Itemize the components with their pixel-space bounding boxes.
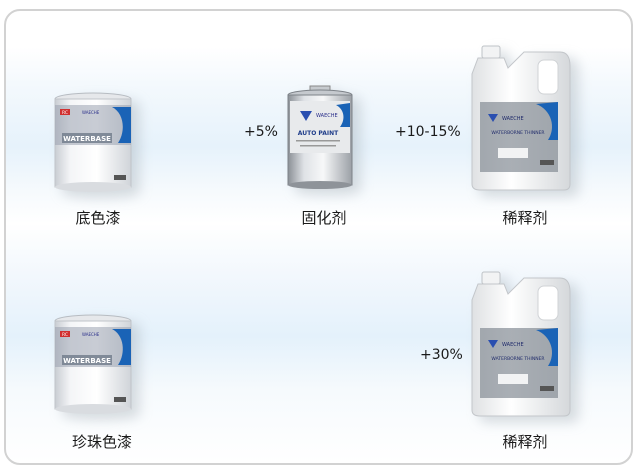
pearl-logo-text: WAECHE [82,332,100,337]
hardener-caption: 固化剂 [301,209,347,227]
thinner-top-ratio: +10-15% [395,124,461,140]
thinner-top-jug-image: WAECHE WATERBORNE THINNER [471,45,571,191]
hardener-can-label: AUTO PAINT [298,130,339,137]
pearl-caption: 珍珠色漆 [71,433,133,451]
pearl-can-label: WATERBASE [63,357,111,365]
hardener-ratio: +5% [244,124,278,140]
basecoat-can-image: RC WAECHE WATERBASE [54,92,132,192]
thinner-bottom-jug-image: WAECHE WATERBORNE THINNER [471,271,571,417]
thinner-bottom-logo-text: WAECHE [502,342,524,348]
thinner-bottom-caption: 稀释剂 [502,433,548,451]
pearl-logo-badge: RC [62,332,68,338]
thinner-top-logo-text: WAECHE [502,116,524,122]
thinner-bottom-ratio: +30% [420,347,463,363]
thinner-top-caption: 稀释剂 [502,209,548,227]
basecoat-logo-badge: RC [62,110,68,116]
mixing-ratio-panel: RC WAECHE WATERBASE 底色漆 +5% WAECHE AUTO … [4,9,633,465]
hardener-logo-text: WAECHE [316,113,338,119]
basecoat-logo-text: WAECHE [82,110,100,115]
hardener-can-image: WAECHE AUTO PAINT [287,85,353,189]
thinner-top-jug-label: WATERBORNE THINNER [491,130,544,136]
basecoat-caption: 底色漆 [75,209,121,227]
pearl-can-image: RC WAECHE WATERBASE [54,314,132,414]
thinner-bottom-jug-label: WATERBORNE THINNER [491,356,544,362]
basecoat-can-label: WATERBASE [63,135,111,143]
